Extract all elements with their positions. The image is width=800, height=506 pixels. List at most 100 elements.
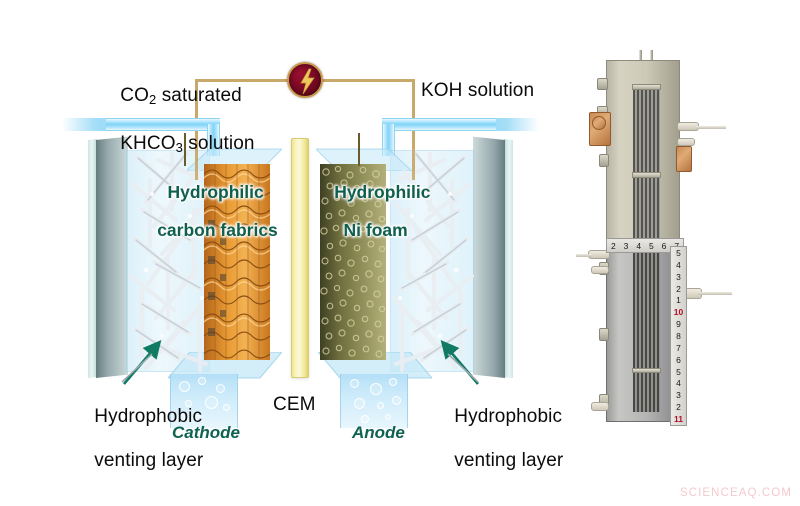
label-inlet-left: CO2 saturated KHCO3 solution (88, 63, 255, 181)
ruler-tick: 6 (661, 240, 667, 251)
bubble (361, 415, 369, 423)
clamp-band (632, 172, 661, 178)
inlet-tube-right-vertical (382, 124, 395, 156)
clamp-band (632, 84, 661, 90)
label-inlet-left-line2: KHCO3 solution (120, 133, 255, 155)
label-venting-left-line1: Hydrophobic (94, 406, 203, 427)
carbon-fabric-cathode (204, 164, 270, 360)
device-upper-stack (633, 88, 660, 246)
copper-terminal-right (676, 146, 692, 172)
ruler-tick: 5 (676, 366, 681, 377)
bubble (205, 396, 218, 409)
power-source-icon (287, 62, 323, 98)
outlet-liquid-anode (340, 374, 408, 428)
venting-layer-right (388, 150, 474, 372)
ruler-tick: 4 (676, 378, 681, 389)
side-lug (599, 328, 609, 341)
end-plate-right-edge (504, 139, 513, 378)
leader-ni-foam (358, 133, 360, 166)
bubble (177, 414, 185, 422)
ruler-tick: 5 (648, 240, 654, 251)
ruler-tick: 7 (670, 241, 683, 251)
copper-terminal-washer (592, 116, 606, 130)
bubble (377, 402, 384, 409)
ruler-tick: 2 (610, 240, 616, 251)
bubble (216, 384, 225, 393)
ruler-tick: 3 (623, 240, 629, 251)
ruler-tick: 6 (676, 354, 681, 365)
wire-left-horizontal (196, 79, 288, 82)
label-venting-right-line2: venting layer (454, 450, 564, 471)
ruler-tick: 9 (676, 319, 681, 330)
bubble (350, 379, 359, 388)
device-photograph: 2 3 4 5 6 7 5 4 3 2 1 10 9 8 7 6 5 4 3 2… (576, 50, 788, 450)
wire-right-horizontal (322, 79, 414, 82)
ruler-tick: 5 (676, 247, 681, 258)
label-carbon-fabric-line2: carbon fabrics (157, 220, 278, 240)
label-venting-left: Hydrophobic venting layer (62, 384, 203, 494)
side-lug (599, 154, 609, 167)
leader-carbon-fabric (184, 133, 186, 166)
label-ni-foam: Hydrophilic Ni foam (305, 164, 430, 259)
ruler-tick: 4 (636, 240, 642, 251)
label-inlet-right: KOH solution (421, 80, 535, 101)
label-ni-foam-line2: Ni foam (343, 220, 408, 240)
bubble (392, 396, 401, 405)
ruler-tick: 1 (676, 295, 681, 306)
bubble (179, 381, 190, 392)
ruler-tick-highlight: 11 (674, 413, 683, 424)
label-venting-right: Hydrophobic venting layer (422, 384, 563, 494)
outlet-liquid-cathode (170, 374, 238, 428)
venting-layer-left (128, 150, 214, 372)
bubble (195, 415, 201, 421)
label-anode: Anode (352, 423, 405, 442)
label-cathode: Cathode (172, 423, 240, 442)
inlet-tube-right-horizontal (382, 118, 496, 131)
label-inlet-left-line1: CO2 saturated (120, 85, 242, 107)
watermark: SCIENCEAQ.COM (679, 487, 792, 499)
label-carbon-fabric: Hydrophilic carbon fabrics (128, 164, 278, 259)
inlet-tube-left-horizontal (106, 118, 220, 131)
label-cem: CEM (273, 394, 316, 415)
ruler-tick: 2 (676, 283, 681, 294)
ruler-tick: 2 (676, 402, 681, 413)
ni-foam-anode (320, 164, 386, 360)
bubble (223, 404, 230, 411)
ruler-tick: 8 (676, 330, 681, 341)
bubble (370, 383, 382, 395)
clamp-band (632, 368, 661, 373)
port-tube (698, 292, 732, 295)
port-fitting (591, 266, 609, 274)
bubble (198, 377, 206, 385)
cation-exchange-membrane (291, 138, 309, 378)
port-tube (576, 254, 592, 257)
bubble (389, 378, 397, 386)
leader-vent-right-plate (447, 353, 479, 383)
port-fitting (591, 402, 609, 411)
ruler-tick: 7 (676, 342, 681, 353)
port-fitting (677, 138, 695, 146)
electrode-rod-cathode (195, 150, 198, 180)
schematic-panel: CO2 saturated KHCO3 solution KOH solutio… (62, 62, 563, 494)
ruler-tick: 3 (676, 390, 681, 401)
inlet-tube-right-fade (493, 118, 539, 131)
ruler-tick-highlight: 10 (673, 307, 684, 318)
device-lower-stack (633, 250, 660, 412)
bubble (354, 398, 365, 409)
electrode-rod-anode (412, 150, 415, 180)
leader-vent-left-plate (121, 353, 153, 383)
bubble (185, 400, 192, 407)
ruler-horizontal: 2 3 4 5 6 7 (606, 238, 684, 253)
ruler-tick: 4 (676, 259, 681, 270)
ruler-tick: 3 (676, 271, 681, 282)
port-tube (696, 126, 726, 129)
label-carbon-fabric-line1: Hydrophilic (167, 182, 264, 202)
ruler-vertical: 5 4 3 2 1 10 9 8 7 6 5 4 3 2 11 (670, 246, 687, 426)
label-venting-right-line1: Hydrophobic (454, 406, 563, 427)
bubble (385, 414, 391, 420)
side-lug (597, 78, 608, 90)
inlet-tube-left-vertical (207, 124, 220, 156)
label-venting-left-line2: venting layer (94, 450, 204, 471)
label-ni-foam-line1: Hydrophilic (334, 182, 431, 202)
